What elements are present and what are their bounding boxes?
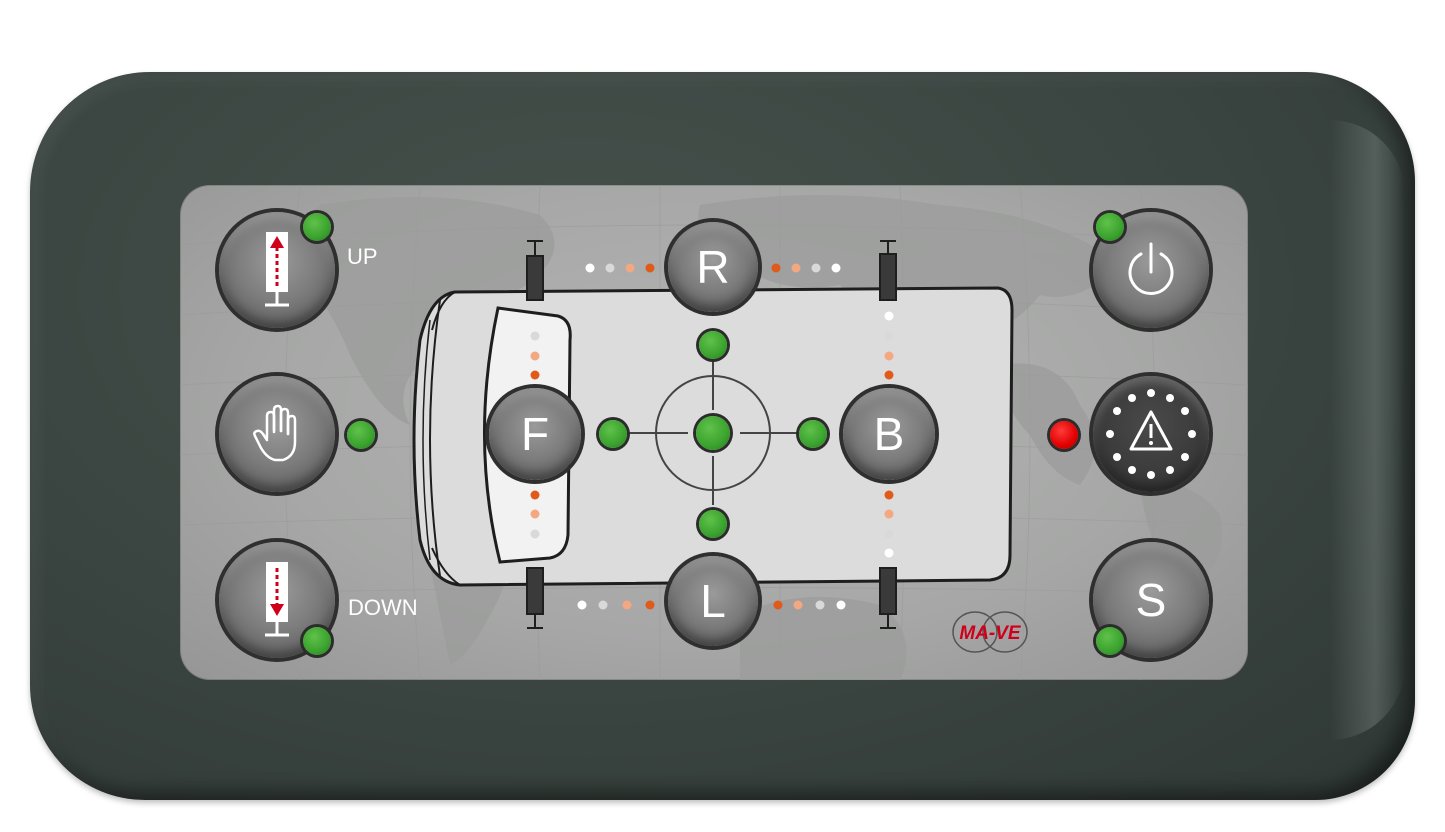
brand-logo: MA-VE bbox=[952, 611, 1028, 653]
back-button[interactable]: B bbox=[843, 388, 935, 480]
standby-button-label: S bbox=[1135, 574, 1167, 626]
warning-icon bbox=[1106, 389, 1196, 479]
right-button[interactable]: R bbox=[668, 222, 758, 312]
lift-up-icon bbox=[265, 232, 289, 307]
power-icon bbox=[1128, 242, 1174, 295]
brand-logo-text: MA-VE bbox=[959, 623, 1022, 644]
up-status-led bbox=[303, 213, 331, 241]
down-status-led bbox=[303, 627, 331, 655]
left-button[interactable]: L bbox=[668, 556, 758, 646]
right-button-label: R bbox=[696, 241, 730, 293]
level-led-top bbox=[699, 331, 727, 359]
down-label: DOWN bbox=[348, 595, 418, 620]
left-button-label: L bbox=[700, 575, 726, 627]
warning-status-led bbox=[1050, 421, 1078, 449]
back-button-label: B bbox=[873, 408, 905, 460]
lift-down-icon bbox=[265, 562, 289, 637]
power-status-led bbox=[1096, 213, 1124, 241]
standby-button[interactable]: S bbox=[1093, 542, 1209, 658]
front-button-label: F bbox=[520, 408, 550, 460]
standby-status-led bbox=[1096, 627, 1124, 655]
warning-button[interactable] bbox=[1093, 376, 1209, 492]
level-led-center bbox=[696, 416, 730, 450]
level-led-right bbox=[799, 420, 827, 448]
level-led-bottom bbox=[699, 510, 727, 538]
hand-status-led bbox=[347, 421, 375, 449]
hand-stop-button[interactable] bbox=[219, 376, 335, 492]
up-label: UP bbox=[347, 244, 378, 269]
hand-stop-icon bbox=[253, 404, 297, 462]
front-button[interactable]: F bbox=[489, 388, 581, 480]
level-led-left bbox=[599, 420, 627, 448]
